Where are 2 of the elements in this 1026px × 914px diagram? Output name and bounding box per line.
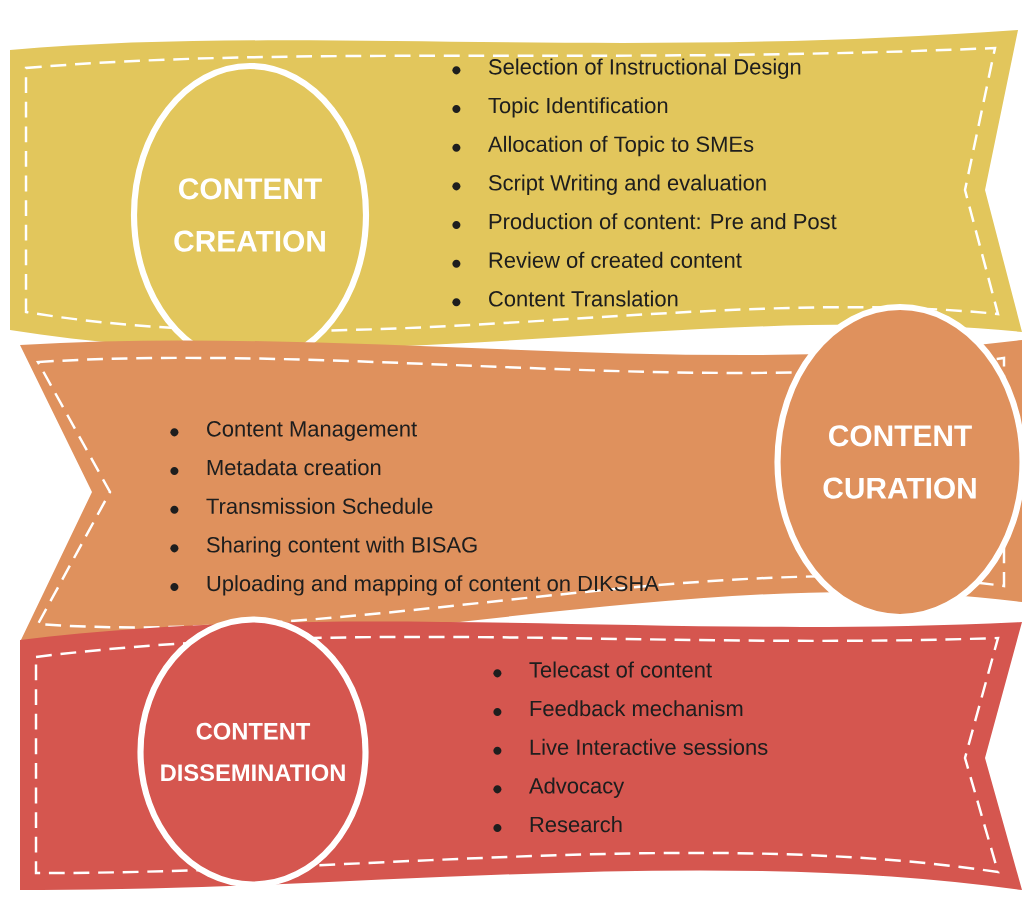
node-label: CONTENT CURATION	[823, 425, 976, 499]
node-label: CONTENT DISSEMINATION	[161, 722, 345, 782]
